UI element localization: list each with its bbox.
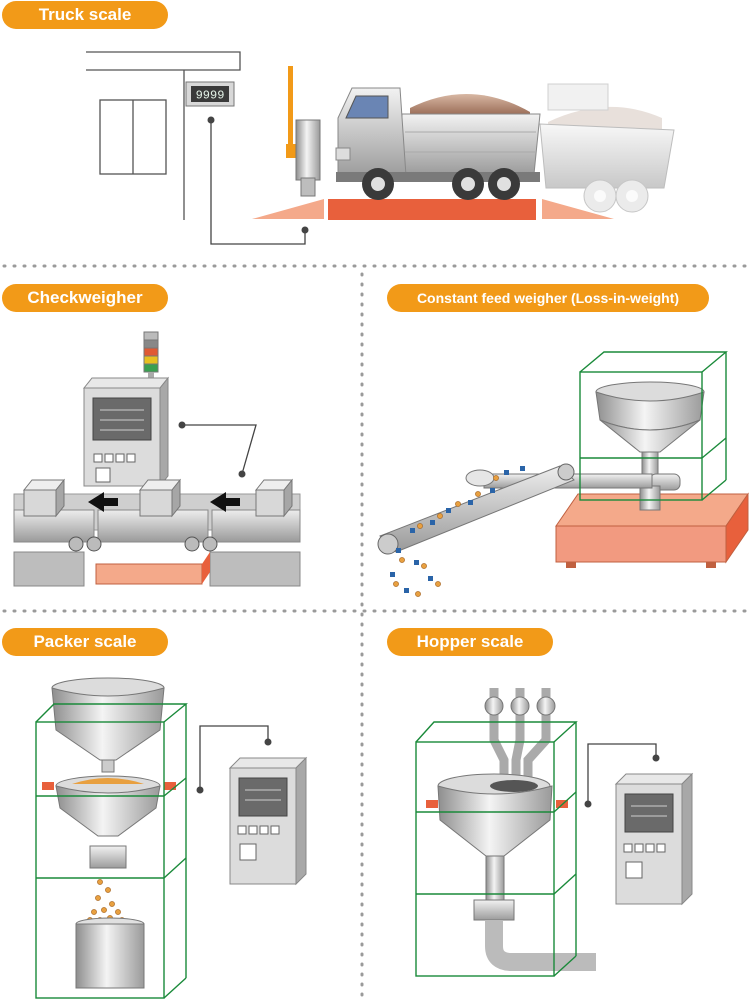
weight-display-value: 9999 (196, 89, 225, 103)
signal-tower-icon (143, 331, 159, 380)
constant-feed-weigher-label: Constant feed weigher (Loss-in-weight) (387, 284, 709, 312)
hopper-controller-cabinet (614, 772, 694, 906)
weight-display: 9999 (185, 81, 235, 107)
dump-truck-icon (335, 87, 541, 200)
checkweigher-illustration (13, 331, 301, 587)
inclined-belt-conveyor (377, 463, 575, 555)
checkweigher-platform (95, 552, 210, 585)
supply-pipes (484, 688, 556, 786)
packer-scale-label: Packer scale (2, 628, 168, 656)
checkweigher-label: Checkweigher (2, 284, 168, 312)
material-particles (390, 466, 525, 597)
feed-hopper-icon (595, 381, 705, 511)
truck-scale-label: Truck scale (2, 1, 168, 29)
flow-direction-arrow-icon (88, 492, 240, 512)
product-boxes (22, 478, 294, 518)
barrier-gate-icon (286, 66, 321, 197)
section-dividers (2, 264, 754, 1002)
supply-hopper-icon (51, 677, 165, 773)
truck-scale-illustration: 9999 (86, 51, 675, 245)
packer-scale-illustration (35, 677, 308, 999)
hopper-frame (415, 721, 578, 977)
hopper-scale-vessel (437, 773, 596, 971)
checkweigher-control-cabinet (82, 376, 170, 488)
truck-scale-platform (252, 199, 614, 220)
hopper-scale-illustration (415, 688, 694, 977)
weigh-hopper-icon (55, 775, 161, 869)
weigh-frame (579, 351, 728, 501)
dumping-truck-ghost (539, 83, 675, 213)
packer-controller-cabinet (228, 756, 308, 886)
falling-product (87, 879, 125, 923)
packer-frame (35, 703, 188, 999)
weighing-office-building (86, 51, 241, 220)
hopper-scale-label: Hopper scale (387, 628, 553, 656)
constant-feed-weigher-illustration (377, 351, 749, 597)
product-bag-icon (75, 917, 145, 989)
